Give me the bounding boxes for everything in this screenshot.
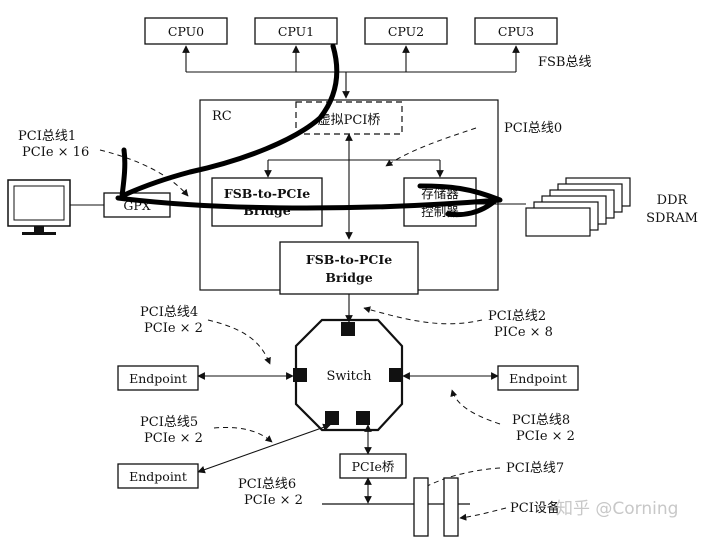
switch-port-bottom-left (325, 411, 339, 425)
bus8-pointer (450, 389, 501, 425)
bridge-label-line1: FSB-to-PCIe (306, 252, 392, 267)
handdrawn-path-gpx-to-ddr (115, 183, 503, 218)
bus5-sub-label: PCIe × 2 (144, 431, 203, 446)
endpoint-bottom-link (197, 423, 331, 474)
cpu-label: CPU3 (498, 24, 534, 39)
bus2-pointer (363, 306, 483, 325)
endpoint-bottom: Endpoint (117, 463, 199, 489)
bus0-pointer (385, 127, 477, 167)
pci-device-pointer (459, 507, 507, 521)
ddr-sdram-modules (525, 177, 631, 237)
cpu-label: CPU1 (278, 24, 314, 39)
switch-port-right (389, 368, 403, 382)
ddr-label-line2: SDRAM (646, 211, 698, 226)
fsb-to-pcie-bridge-lower: FSB-to-PCIe Bridge (279, 241, 419, 295)
bus4-sub-label: PCIe × 2 (144, 321, 203, 336)
fsb-label: FSB总线 (538, 55, 591, 70)
cpu-label: CPU2 (388, 24, 424, 39)
bus2-sub-label: PICe × 8 (494, 325, 553, 340)
virtual-pci-bridge: 虚拟PCI桥 (295, 101, 403, 135)
fsb-to-pcie-bridge-upper: FSB-to-PCIe Bridge (211, 177, 323, 227)
handdrawn-path-cpu-to-gpx (119, 43, 340, 199)
monitor-icon (7, 179, 71, 235)
memory-controller-line1: 存储器 (421, 186, 459, 201)
bus2-label: PCI总线2 (488, 309, 546, 324)
rc-internal-bus (264, 133, 444, 240)
bus1-sub-label: PCIe × 16 (22, 145, 89, 160)
bus7-pointer (419, 467, 501, 491)
bus4-pointer (207, 319, 271, 365)
bus1-label: PCI总线1 (18, 129, 76, 144)
pcie-bridge-label: PCIe桥 (352, 459, 395, 474)
endpoint-right: Endpoint (497, 365, 579, 391)
virtual-bridge-label: 虚拟PCI桥 (318, 113, 381, 128)
gpx-box: GPX (103, 192, 171, 218)
bus7-label: PCI总线7 (506, 461, 564, 476)
switch-port-bottom-right (356, 411, 370, 425)
bridge-label-line2: Bridge (325, 270, 372, 285)
bridge-label-line1: FSB-to-PCIe (224, 186, 310, 201)
bus6-label: PCI总线6 (238, 477, 296, 492)
endpoint-left: Endpoint (117, 365, 199, 391)
bus5-label: PCI总线5 (140, 415, 198, 430)
pcie-switch: Switch (293, 318, 404, 432)
bus8-label: PCI总线8 (512, 413, 570, 428)
cpu-box: CPU0 (144, 17, 228, 45)
watermark: 知乎 @Corning (556, 499, 678, 519)
rc-label: RC (212, 109, 232, 124)
ddr-label-line1: DDR (657, 193, 689, 208)
bus0-label: PCI总线0 (504, 121, 562, 136)
bus4-label: PCI总线4 (140, 305, 198, 320)
pci-device-label: PCI设备 (510, 500, 560, 516)
pcie-bridge: PCIe桥 (339, 453, 407, 479)
pci-device-cards (413, 477, 459, 537)
bus6-sub-label: PCIe × 2 (244, 493, 303, 508)
switch-upstream-port (341, 322, 355, 336)
cpu-label: CPU0 (168, 24, 204, 39)
cpu-box: CPU2 (364, 17, 448, 45)
fsb-bus (182, 45, 520, 99)
bus1-pointer (99, 149, 189, 197)
cpu-box: CPU3 (474, 17, 558, 45)
endpoint-label: Endpoint (129, 371, 187, 386)
endpoint-label: Endpoint (509, 371, 567, 386)
bus5-pointer (213, 427, 273, 443)
bus8-sub-label: PCIe × 2 (516, 429, 575, 444)
endpoint-label: Endpoint (129, 469, 187, 484)
cpu-box: CPU1 (254, 17, 338, 45)
switch-label: Switch (326, 369, 372, 384)
switch-port-left (293, 368, 307, 382)
